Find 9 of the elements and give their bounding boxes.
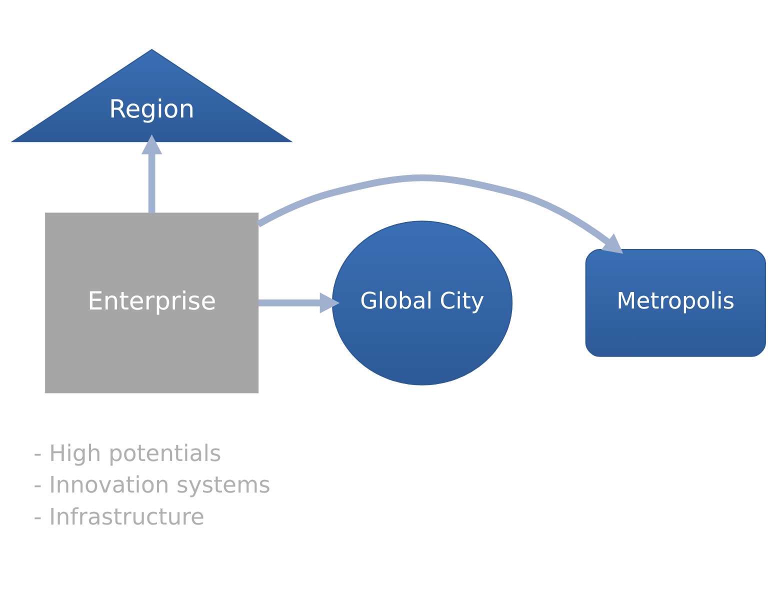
label: - High potentials	[34, 440, 222, 466]
node-circle: Global City	[332, 220, 513, 385]
label: - Infrastructure	[34, 504, 204, 530]
node-box: Metropolis	[585, 248, 766, 356]
label: - Innovation systems	[34, 472, 271, 498]
node-box: Enterprise	[44, 212, 259, 393]
arrow	[256, 174, 624, 254]
arrow	[141, 134, 162, 212]
arrow	[258, 292, 340, 313]
